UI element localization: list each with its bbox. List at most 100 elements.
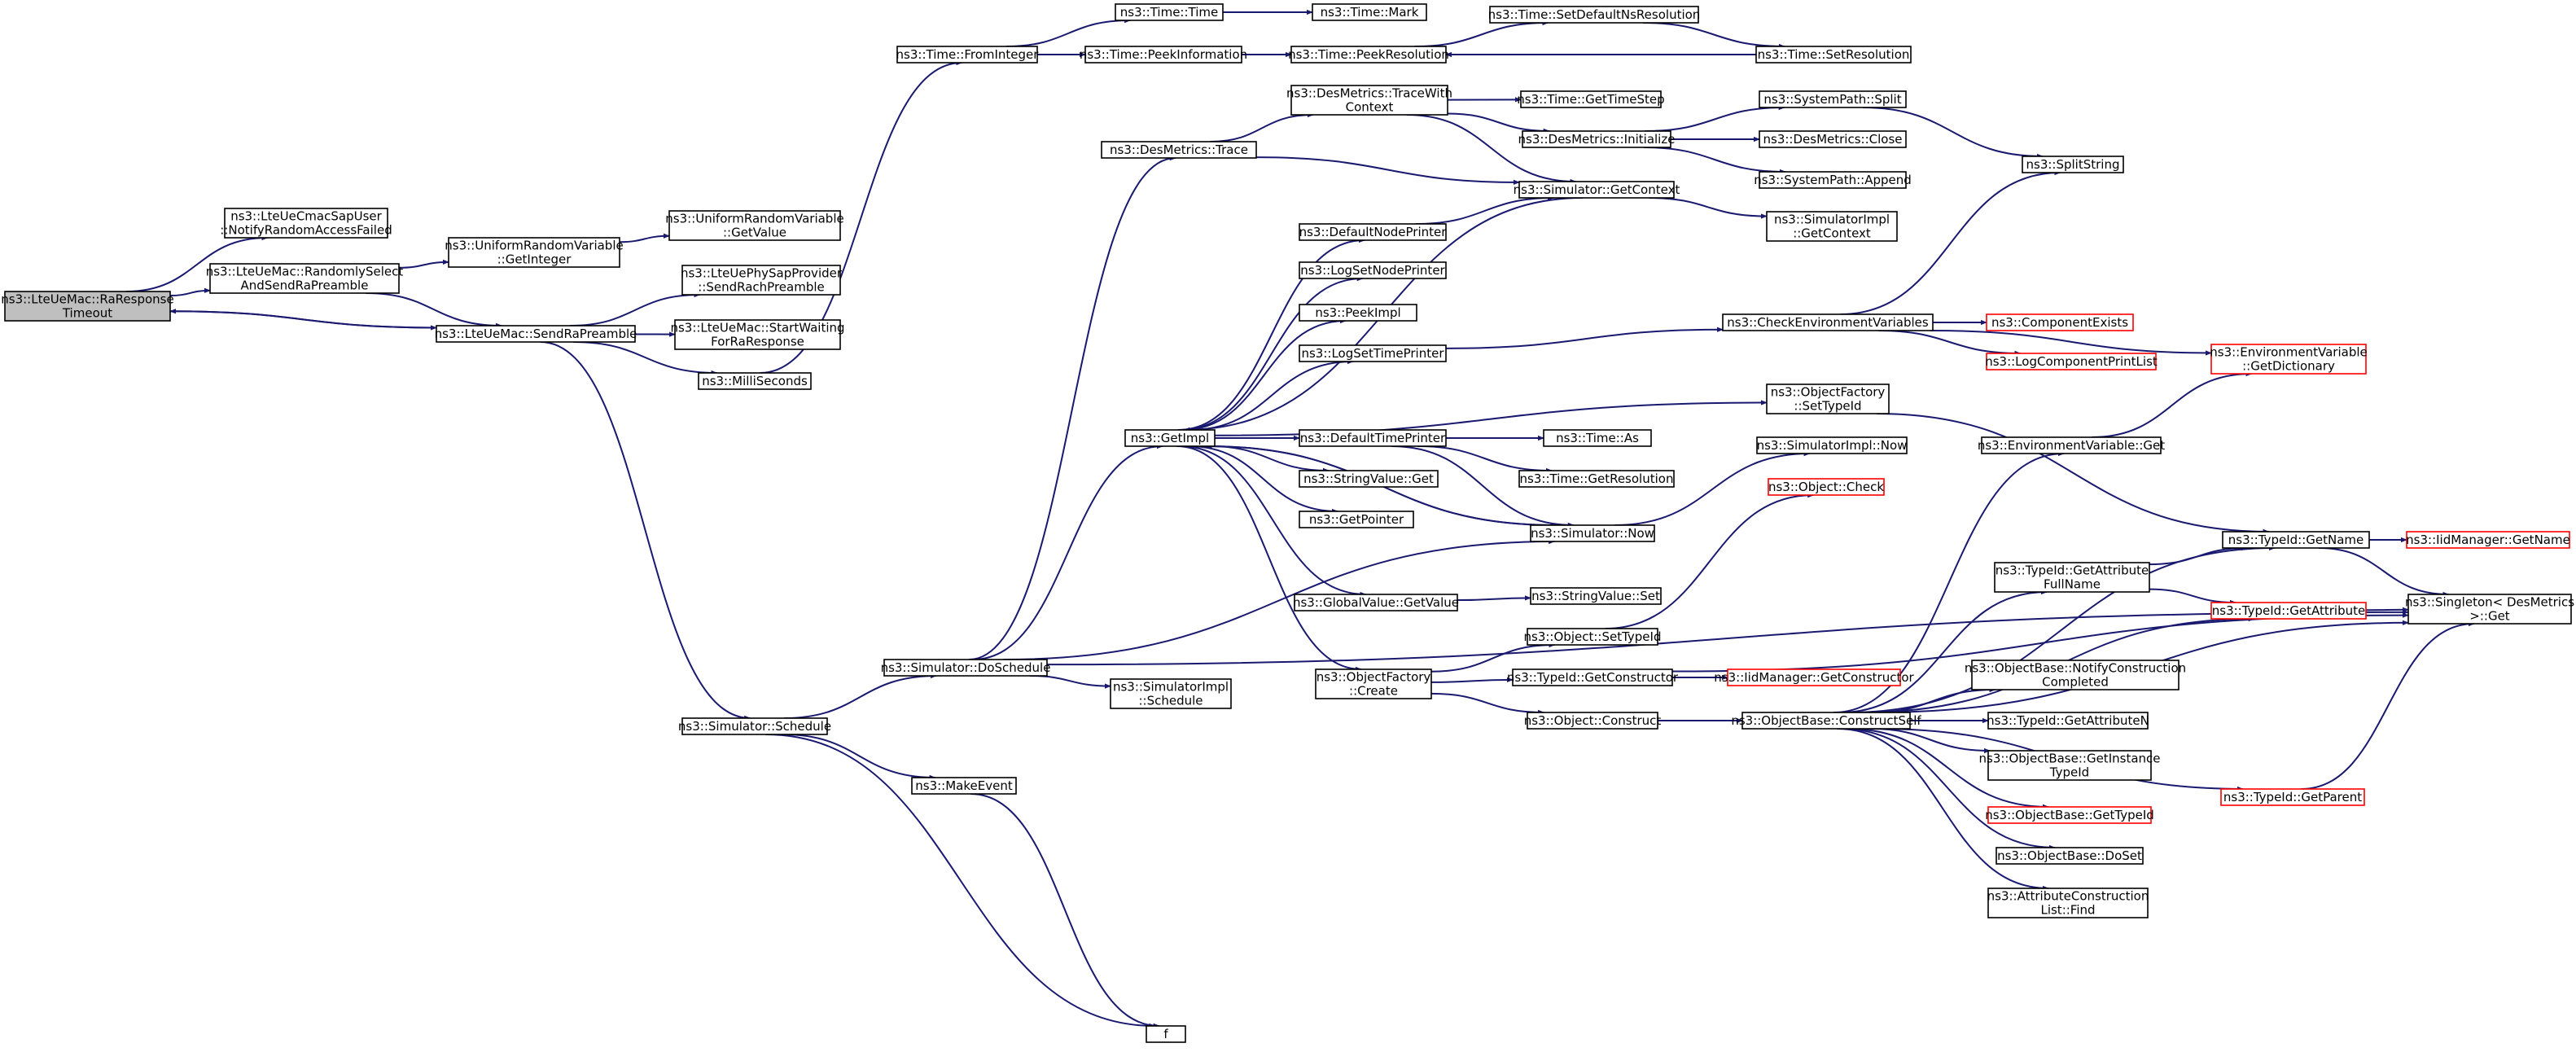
node-timeAs[interactable]: ns3::Time::As: [1543, 429, 1652, 447]
node-globalGetVal[interactable]: ns3::GlobalValue::GetValue: [1293, 594, 1459, 611]
node-box: [1766, 384, 1890, 414]
node-sendRa[interactable]: ns3::LteUeMac::SendRaPreamble: [435, 325, 637, 343]
edge-obConstructSelf-to-attrConstrFind: [1837, 728, 2049, 892]
node-box: [681, 265, 841, 296]
node-dmClose[interactable]: ns3::DesMetrics::Close: [1759, 130, 1907, 148]
node-defNodePr[interactable]: ns3::DefaultNodePrinter: [1299, 223, 1448, 241]
node-setDefNs[interactable]: ns3::Time::SetDefaultNsResolution: [1488, 6, 1701, 24]
node-label: ns3::AttributeConstruction: [1987, 889, 2149, 904]
node-box: [1994, 562, 2150, 593]
node-strValSet[interactable]: ns3::StringValue::Set: [1530, 587, 1662, 605]
node-label: >::Get: [2469, 609, 2510, 624]
node-obNotify[interactable]: ns3::ObjectBase::NotifyConstructionCompl…: [1965, 660, 2186, 690]
node-timeMark[interactable]: ns3::Time::Mark: [1312, 3, 1427, 21]
node-uniformInt[interactable]: ns3::UniformRandomVariable::GetInteger: [445, 237, 624, 268]
node-simImplSchedule[interactable]: ns3::SimulatorImpl::Schedule: [1110, 678, 1232, 709]
node-objSetTid[interactable]: ns3::Object::SetTypeId: [1524, 628, 1662, 646]
node-tidGetName[interactable]: ns3::TypeId::GetName: [2222, 531, 2370, 549]
edge-getImpl-to-defNodePr: [1177, 237, 1365, 431]
node-peekRes[interactable]: ns3::Time::PeekResolution: [1288, 46, 1449, 64]
node-tidGetCtor[interactable]: ns3::TypeId::GetConstructor: [1507, 668, 1679, 686]
node-tidGetAttr[interactable]: ns3::TypeId::GetAttribute: [2210, 602, 2367, 620]
node-box: [448, 237, 620, 268]
node-setRes[interactable]: ns3::Time::SetResolution: [1755, 46, 1912, 64]
node-simDoSchedule[interactable]: ns3::Simulator::DoSchedule: [881, 659, 1051, 677]
node-label: ns3::EnvironmentVariable::Get: [1978, 438, 2165, 453]
node-objFacCreate[interactable]: ns3::ObjectFactory::Create: [1315, 668, 1432, 699]
node-box: [883, 659, 1048, 677]
node-splitString[interactable]: ns3::SplitString: [2022, 156, 2124, 173]
edge-getImpl-to-getPointer: [1188, 445, 1338, 515]
node-phySap[interactable]: ns3::LteUePhySapProvider::SendRachPreamb…: [681, 265, 843, 296]
node-label: ns3::SplitString: [2026, 157, 2120, 172]
node-label: ns3::GetImpl: [1131, 431, 1209, 445]
node-compExists[interactable]: ns3::ComponentExists: [1986, 313, 2134, 331]
node-label: Completed: [2042, 675, 2109, 690]
node-checkEnv[interactable]: ns3::CheckEnvironmentVariables: [1722, 313, 1934, 331]
node-box: [1290, 46, 1447, 64]
node-getImpl[interactable]: ns3::GetImpl: [1124, 429, 1216, 447]
node-logCompPrint[interactable]: ns3::LogComponentPrintList: [1985, 353, 2158, 370]
node-tidGetParent[interactable]: ns3::TypeId::GetParent: [2220, 788, 2365, 806]
node-strValGet[interactable]: ns3::StringValue::Get: [1299, 470, 1439, 488]
node-fromInt[interactable]: ns3::Time::FromInteger: [896, 46, 1040, 64]
node-dmTrace[interactable]: ns3::DesMetrics::Trace: [1101, 141, 1257, 159]
node-obConstructSelf[interactable]: ns3::ObjectBase::ConstructSelf: [1731, 712, 1921, 730]
node-simNow[interactable]: ns3::Simulator::Now: [1530, 524, 1655, 542]
node-peekImpl[interactable]: ns3::PeekImpl: [1299, 304, 1417, 322]
node-iidGetCtor[interactable]: ns3::IidManager::GetConstructor: [1714, 668, 1915, 686]
edge-defNodePr-to-simGetCtx: [1415, 195, 1554, 225]
edge-obConstructSelf-to-obNotify: [1870, 686, 1996, 713]
node-label: ns3::Time::SetDefaultNsResolution: [1488, 7, 1701, 22]
node-uniformVal[interactable]: ns3::UniformRandomVariable::GetValue: [665, 210, 844, 241]
node-envGetDict[interactable]: ns3::EnvironmentVariable::GetDictionary: [2210, 344, 2368, 375]
node-defTimePr[interactable]: ns3::DefaultTimePrinter: [1299, 429, 1447, 447]
node-spAppend[interactable]: ns3::SystemPath::Append: [1754, 171, 1912, 189]
function-nodes: ns3::LteUeMac::RaResponseTimeoutns3::Lte…: [1, 3, 2574, 1043]
node-label: ns3::LteUeMac::StartWaiting: [670, 321, 844, 335]
node-simSchedule[interactable]: ns3::Simulator::Schedule: [678, 717, 831, 735]
node-objCheck[interactable]: ns3::Object::Check: [1768, 478, 1885, 496]
edge-objFacCreate-to-tidGetCtor: [1430, 677, 1514, 683]
edge-spSplit-to-splitString: [1862, 107, 2044, 160]
node-tidGetAttrN[interactable]: ns3::TypeId::GetAttributeN: [1987, 712, 2149, 730]
node-envGet[interactable]: ns3::EnvironmentVariable::Get: [1978, 436, 2165, 454]
node-simImplNow[interactable]: ns3::SimulatorImpl::Now: [1756, 436, 1908, 454]
node-label: ns3::SystemPath::Append: [1754, 173, 1912, 187]
node-objConstruct[interactable]: ns3::Object::Construct: [1524, 712, 1662, 730]
node-spSplit[interactable]: ns3::SystemPath::Split: [1759, 90, 1907, 108]
node-simGetCtx[interactable]: ns3::Simulator::GetContext: [1514, 181, 1680, 199]
node-iidGetName[interactable]: ns3::IidManager::GetName: [2406, 531, 2570, 549]
node-makeEvent[interactable]: ns3::MakeEvent: [911, 777, 1017, 795]
node-timeTime[interactable]: ns3::Time::Time: [1115, 3, 1224, 21]
node-label: ns3::SimulatorImpl: [1113, 680, 1229, 695]
node-obGetTid[interactable]: ns3::ObjectBase::GetTypeId: [1985, 806, 2154, 824]
node-getTimeStep[interactable]: ns3::Time::GetTimeStep: [1517, 90, 1665, 108]
node-simImplGetCtx[interactable]: ns3::SimulatorImpl::GetContext: [1766, 211, 1898, 242]
node-objFacSetTid[interactable]: ns3::ObjectFactory::SetTypeId: [1766, 384, 1890, 414]
node-obDoSet[interactable]: ns3::ObjectBase::DoSet: [1996, 847, 2144, 865]
node-logSetNodePr[interactable]: ns3::LogSetNodePrinter: [1299, 261, 1447, 279]
node-milli[interactable]: ns3::MilliSeconds: [698, 372, 812, 390]
node-notifyRA[interactable]: ns3::LteUeCmacSapUser::NotifyRandomAcces…: [220, 208, 392, 239]
node-logSetTimePr[interactable]: ns3::LogSetTimePrinter: [1299, 344, 1447, 362]
node-f[interactable]: f: [1146, 1025, 1186, 1043]
node-getPointer[interactable]: ns3::GetPointer: [1299, 511, 1414, 528]
edge-randomly-to-sendRa: [366, 292, 503, 329]
node-box: [1996, 847, 2144, 865]
edge-defTimePr-to-simNow: [1391, 445, 1575, 528]
node-singleton[interactable]: ns3::Singleton< DesMetrics >::Get: [2405, 594, 2574, 625]
node-box: [668, 210, 841, 241]
node-peekInfo[interactable]: ns3::Time::PeekInformation: [1080, 46, 1247, 64]
node-dmInit[interactable]: ns3::DesMetrics::Initialize: [1518, 130, 1676, 148]
node-randomly[interactable]: ns3::LteUeMac::RandomlySelectAndSendRaPr…: [206, 263, 404, 294]
node-timeGetRes[interactable]: ns3::Time::GetResolution: [1518, 470, 1675, 488]
node-box: [1527, 628, 1658, 646]
node-label: Context: [1346, 100, 1394, 115]
